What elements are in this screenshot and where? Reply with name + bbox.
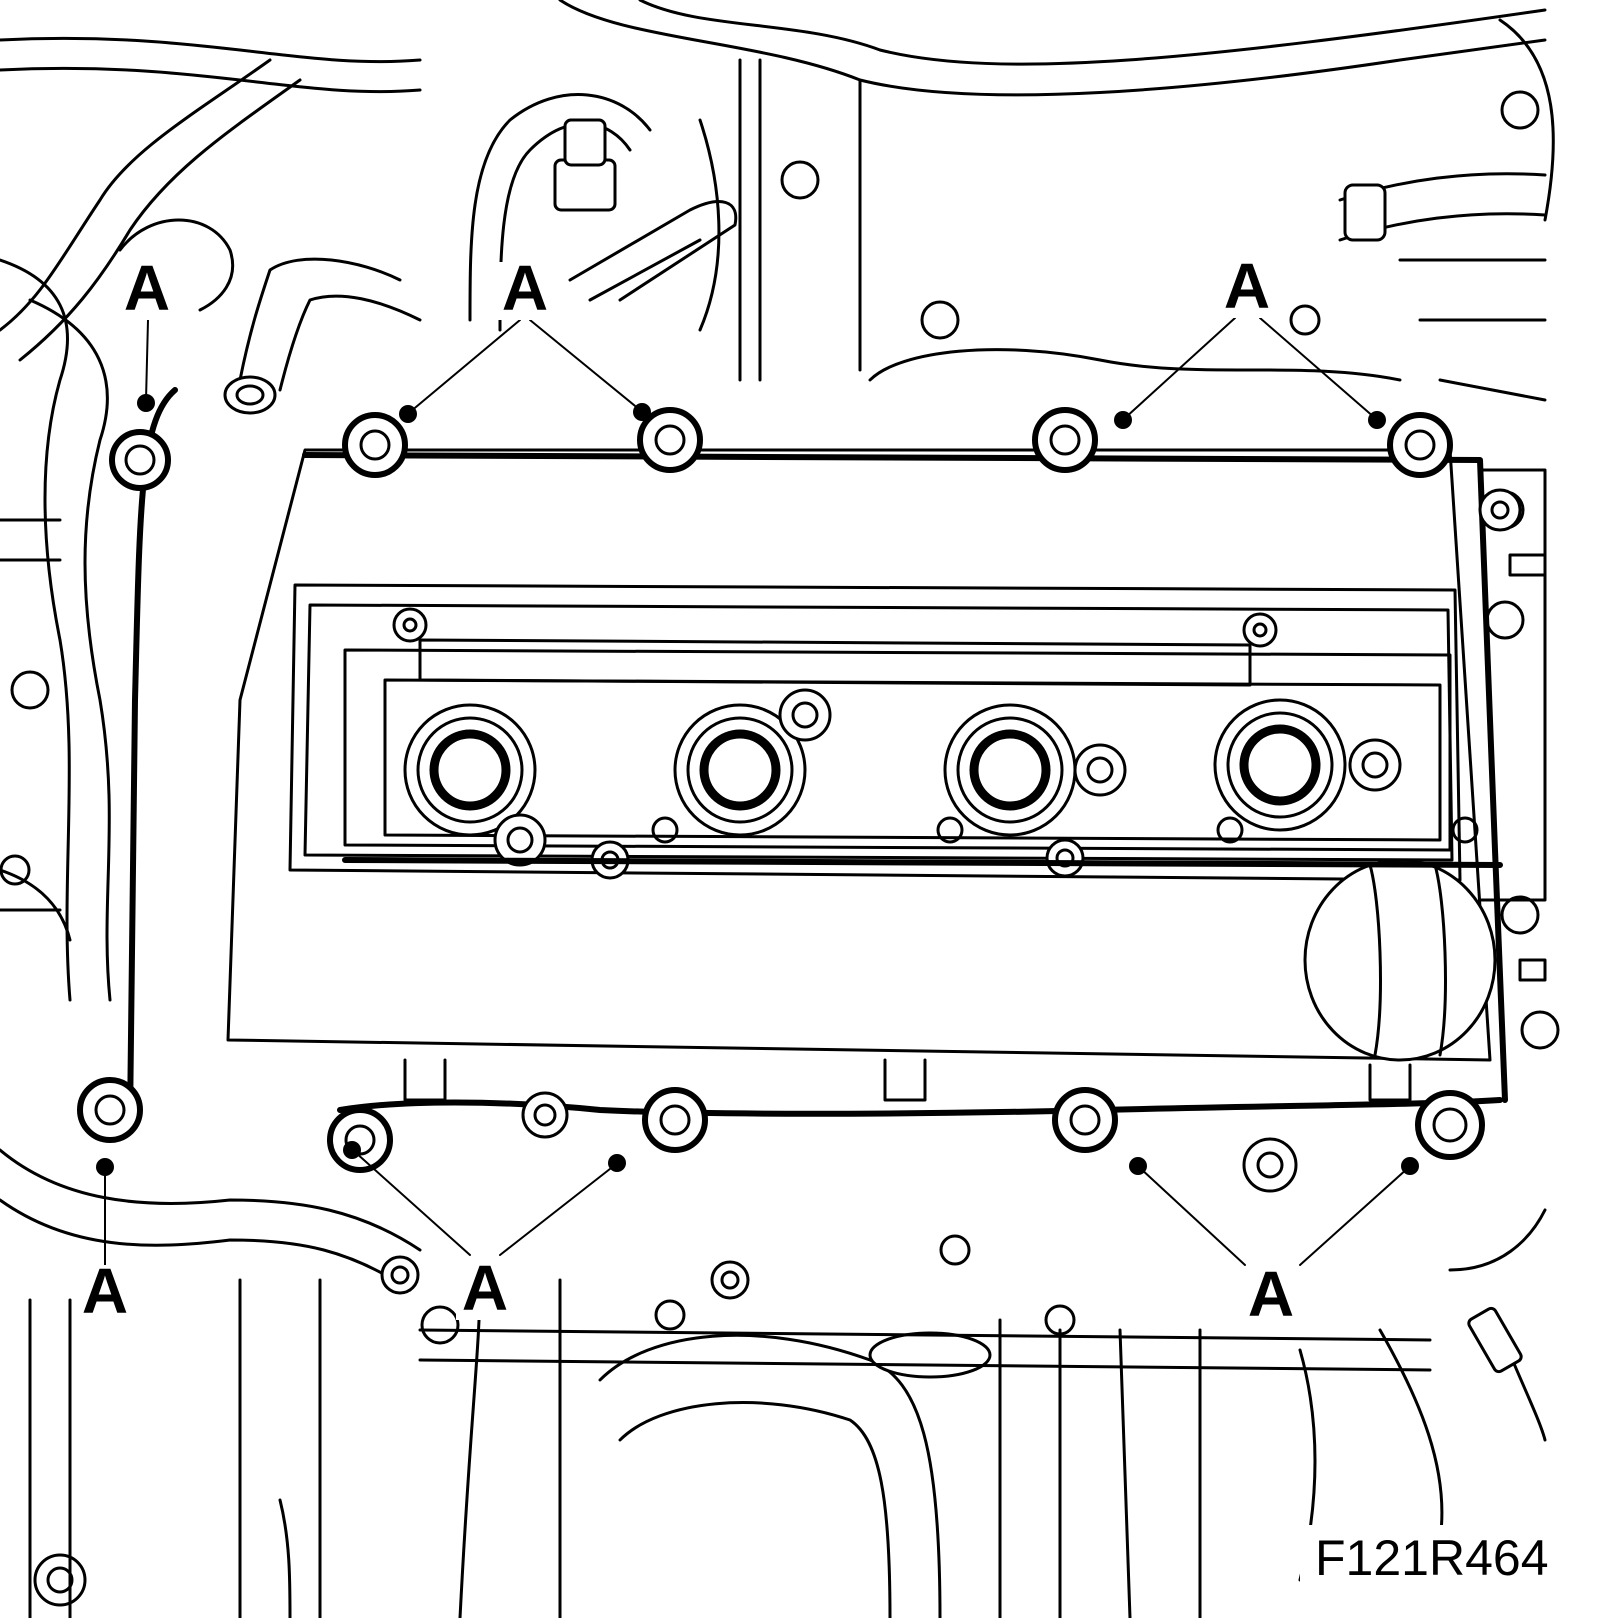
callout-a-top-center: A xyxy=(502,252,548,324)
callout-a-bottom-center: A xyxy=(462,1252,508,1324)
valve-cover xyxy=(127,387,1508,1123)
callout-a-top-left: A xyxy=(124,252,170,324)
callout-a-bottom-left: A xyxy=(82,1255,128,1327)
upper-mounting-bolts xyxy=(109,407,1522,532)
spark-plug-well-2 xyxy=(673,703,807,837)
callout-a-bottom-right: A xyxy=(1248,1258,1294,1330)
oil-filler-cap xyxy=(1303,858,1497,1062)
callout-labels: A A A A A A xyxy=(76,250,1300,1330)
background-engine-bay xyxy=(0,0,1560,1618)
lower-mounting-bolts xyxy=(77,1058,1485,1300)
callout-leaders xyxy=(96,317,1419,1266)
spark-plug-well-1 xyxy=(403,703,537,837)
figure-id: F121R464 xyxy=(1315,1530,1549,1586)
spark-plug-well-4 xyxy=(1213,698,1347,832)
callout-a-top-right: A xyxy=(1224,250,1270,322)
